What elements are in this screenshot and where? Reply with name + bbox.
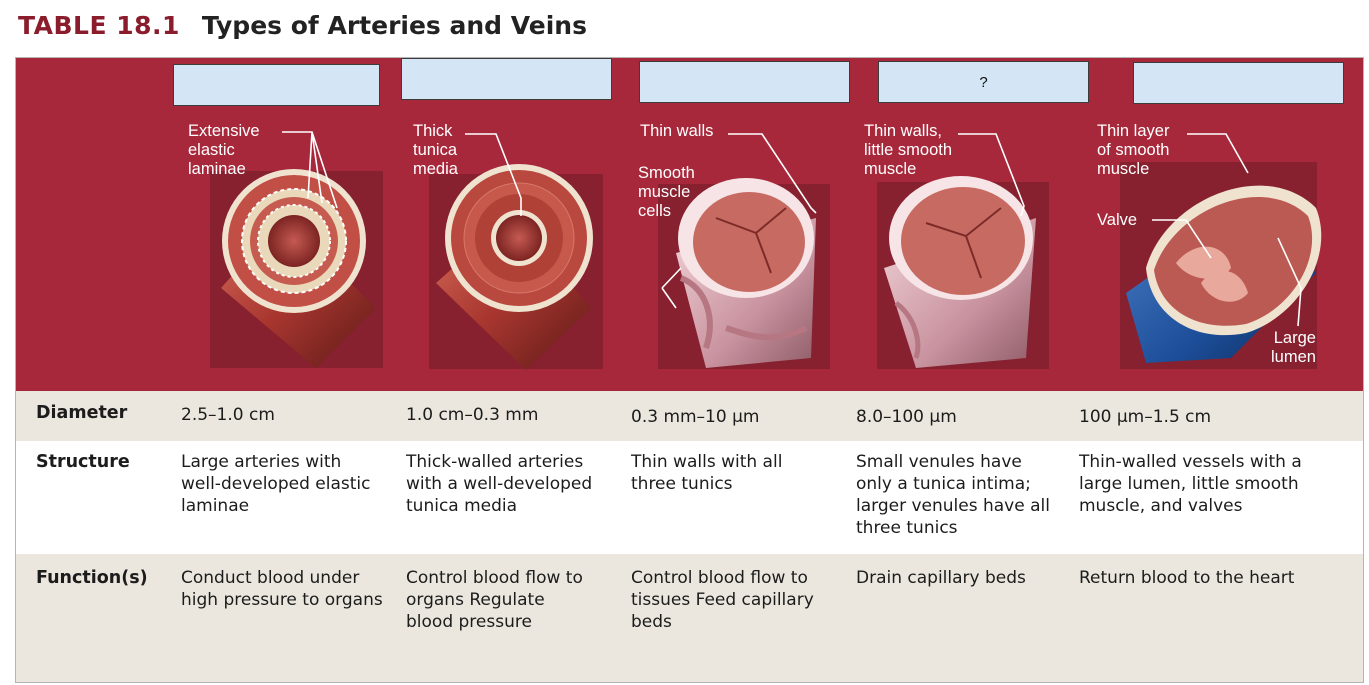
cell-diameter-4: 8.0–100 μm (856, 407, 957, 427)
callout-capillary-thin-walls: Thin walls (640, 122, 714, 140)
row-header-structure: Structure (36, 452, 130, 472)
row-header-diameter: Diameter (36, 403, 128, 423)
vessel-name-box-1[interactable] (173, 64, 380, 106)
table-row-diameter: Diameter 2.5–1.0 cm 1.0 cm–0.3 mm 0.3 mm… (16, 391, 1363, 441)
vessel-illustrations (210, 131, 1322, 370)
muscular-artery-illustration (436, 164, 593, 370)
table-heading: Types of Arteries and Veins (201, 10, 587, 40)
callout-large-lumen: Large lumen (1271, 329, 1316, 366)
cell-function-2: Control blood flow to organs Regulate bl… (406, 568, 583, 632)
row-header-functions: Function(s) (36, 568, 148, 588)
vein-illustration (1126, 185, 1322, 363)
cell-function-3: Control blood flow to tissues Feed capil… (631, 568, 814, 632)
cell-structure-5: Thin-walled vessels with a large lumen, … (1079, 452, 1302, 516)
table-row-structure: Structure Large arteries with well-devel… (16, 441, 1363, 554)
cell-structure-4: Small venules have only a tunica intima;… (856, 452, 1050, 538)
cell-function-1: Conduct blood under high pressure to org… (181, 568, 383, 610)
vessel-name-box-5[interactable] (1133, 62, 1344, 104)
vessel-table: ? (15, 57, 1364, 683)
table-number: TABLE 18.1 (18, 10, 180, 40)
venule-illustration (884, 176, 1036, 368)
callout-elastic-laminae: Extensive elastic laminae (188, 122, 260, 178)
cell-diameter-2: 1.0 cm–0.3 mm (406, 405, 539, 425)
elastic-artery-illustration (221, 169, 376, 368)
cell-diameter-3: 0.3 mm–10 μm (631, 407, 760, 427)
cell-diameter-5: 100 μm–1.5 cm (1079, 407, 1212, 427)
cell-function-4: Drain capillary beds (856, 568, 1026, 588)
illustration-band: ? (16, 58, 1363, 391)
callout-valve: Valve (1097, 211, 1138, 229)
cell-diameter-1: 2.5–1.0 cm (181, 405, 275, 425)
cell-structure-3: Thin walls with all three tunics (631, 452, 783, 494)
vessel-name-box-4[interactable]: ? (878, 61, 1089, 103)
vessel-name-box-2[interactable] (401, 58, 612, 100)
cell-structure-2: Thick-walled arteries with a well-develo… (406, 452, 593, 516)
callout-venule-thin-walls: Thin walls, little smooth muscle (864, 122, 953, 178)
table-title: TABLE 18.1 Types of Arteries and Veins (18, 6, 587, 44)
capillary-illustration (676, 178, 816, 368)
cell-structure-1: Large arteries with well-developed elast… (181, 452, 371, 516)
callout-thin-smooth-muscle: Thin layer of smooth muscle (1097, 122, 1170, 178)
table-row-functions: Function(s) Conduct blood under high pre… (16, 554, 1363, 682)
callout-thick-tunica-media: Thick tunica media (413, 122, 458, 178)
vessel-name-box-3[interactable] (639, 61, 850, 103)
callout-smooth-muscle-cells: Smooth muscle cells (638, 164, 695, 220)
cell-function-5: Return blood to the heart (1079, 568, 1295, 588)
